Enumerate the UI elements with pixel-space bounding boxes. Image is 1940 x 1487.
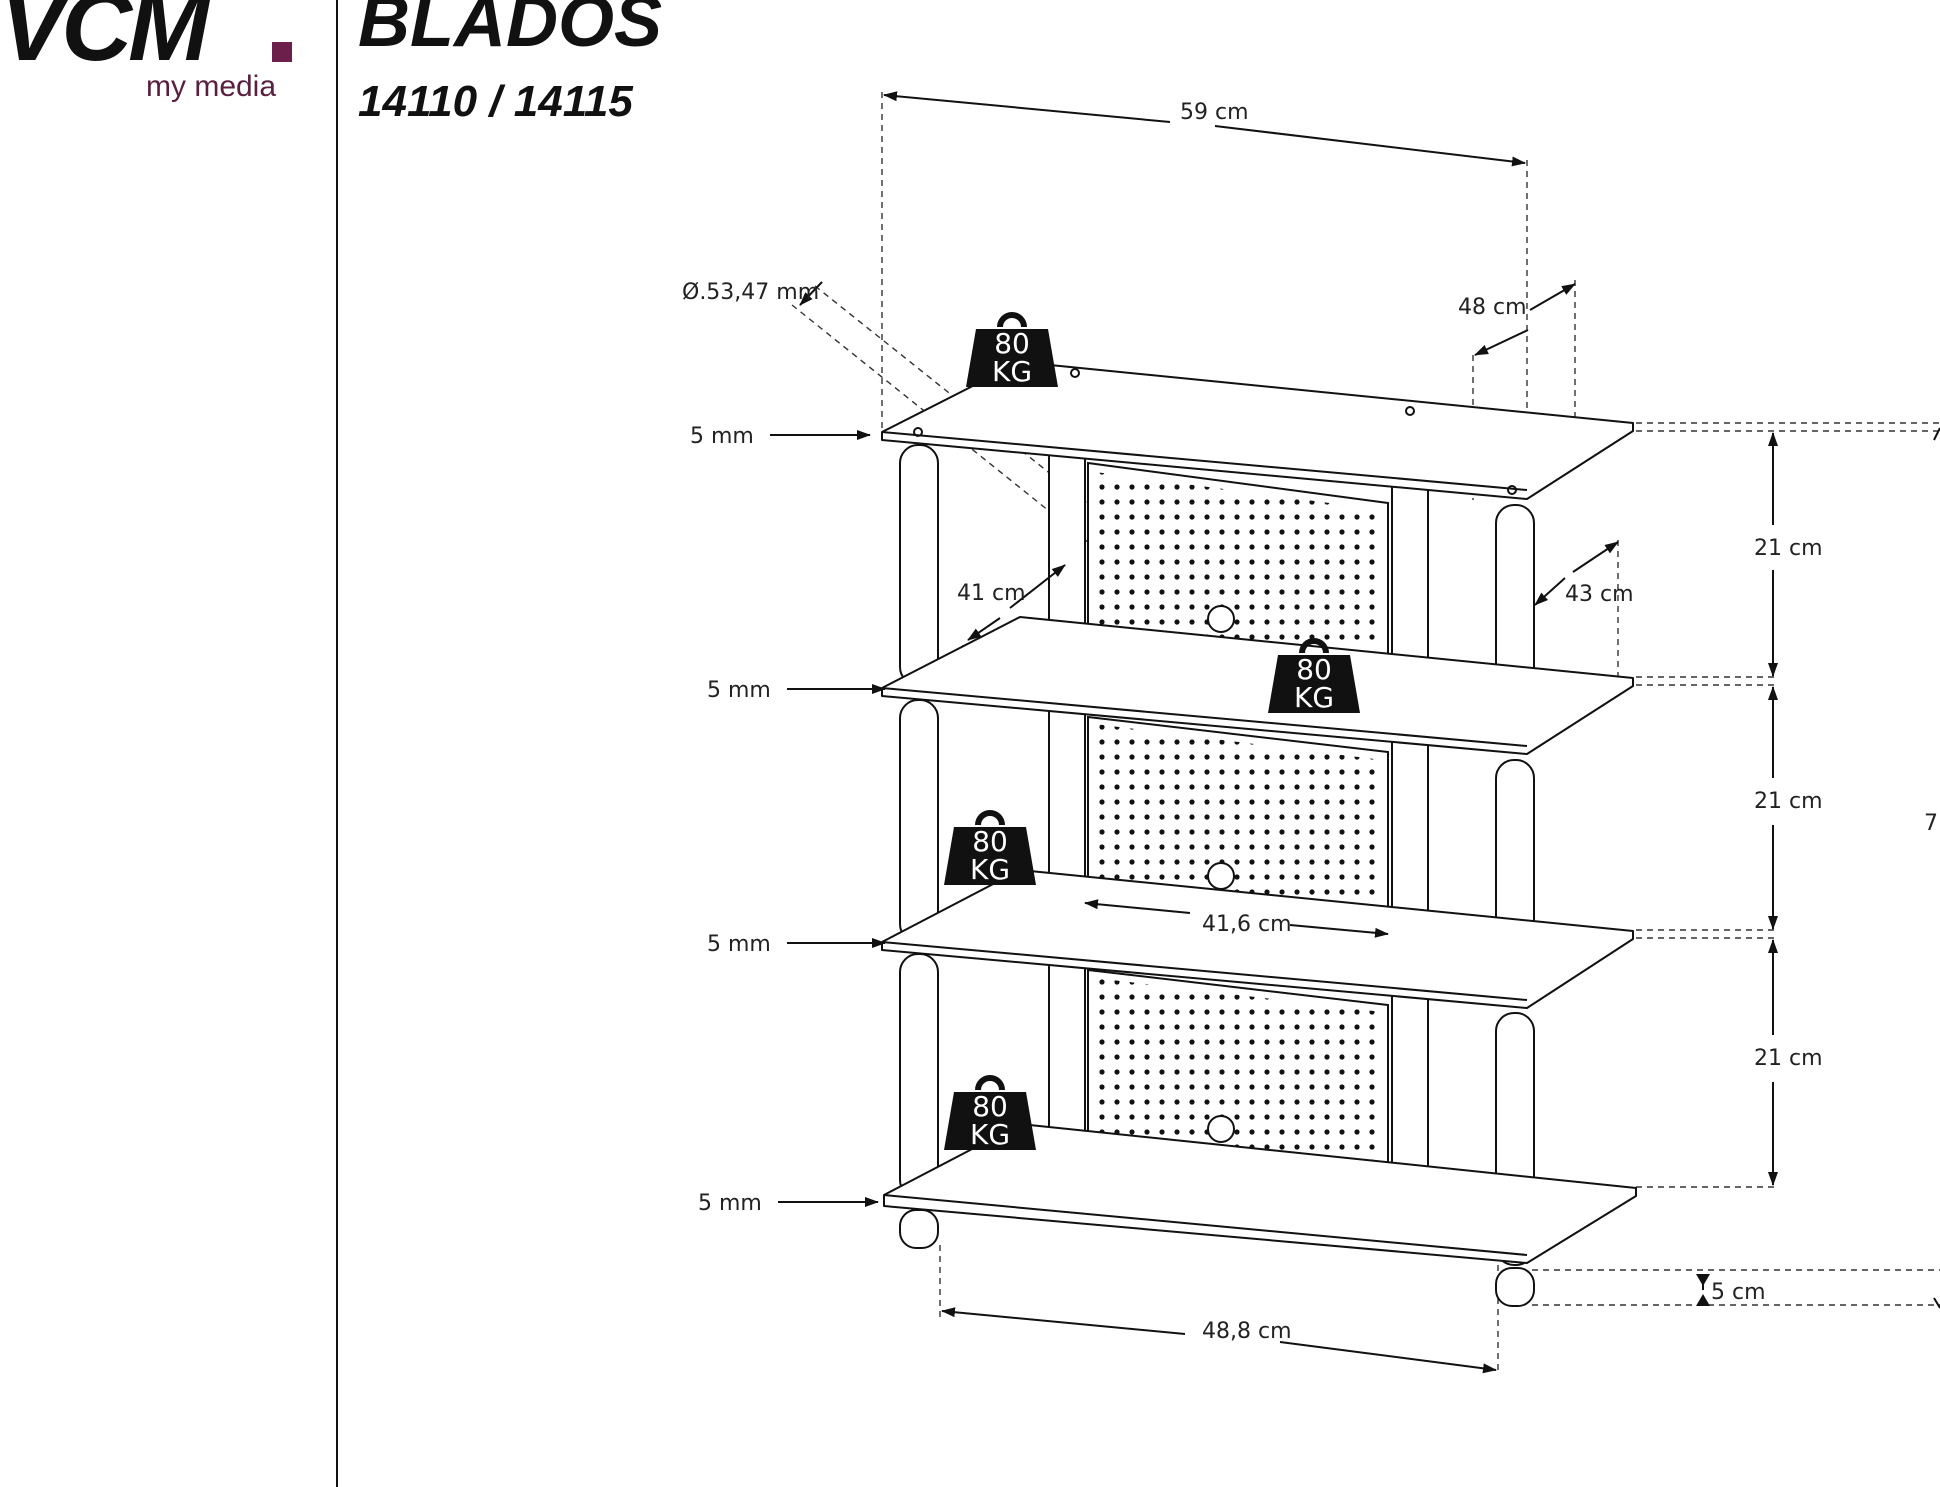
glass-shelves <box>881 361 1637 1264</box>
svg-text:80: 80 <box>1296 653 1332 686</box>
shelf-spacing-label-3: 21 cm <box>1754 1046 1823 1071</box>
shelf-spacing-label-1: 21 cm <box>1754 536 1823 561</box>
weight-icon: 80 KG <box>944 813 1036 886</box>
thickness-label-3: 5 mm <box>707 932 771 957</box>
svg-text:80: 80 <box>972 1090 1008 1123</box>
svg-text:KG: KG <box>1294 681 1334 714</box>
post-spacing-label: 48,8 cm <box>1202 1319 1292 1344</box>
thickness-label-4: 5 mm <box>698 1191 762 1216</box>
weight-icon: 80 KG <box>966 315 1058 388</box>
svg-text:KG: KG <box>992 355 1032 388</box>
product-models: 14110 / 14115 <box>358 77 633 126</box>
brand-tagline: my media <box>146 70 276 103</box>
arrow-icon <box>883 91 1171 123</box>
thickness-label-1: 5 mm <box>690 424 754 449</box>
product-title: BLADOS <box>358 0 662 62</box>
width-label: 59 cm <box>1180 100 1249 125</box>
dimension-arrows <box>770 91 1940 1374</box>
svg-text:80: 80 <box>972 825 1008 858</box>
svg-text:KG: KG <box>970 853 1010 886</box>
svg-text:KG: KG <box>970 1118 1010 1151</box>
inner-depth-left-label: 41 cm <box>957 581 1026 606</box>
brand-name: VCM <box>0 0 212 81</box>
inner-depth-right-label: 43 cm <box>1565 582 1634 607</box>
thickness-label-2: 5 mm <box>707 678 771 703</box>
shelf-spacing-label-2: 21 cm <box>1754 789 1823 814</box>
depth-label: 48 cm <box>1458 295 1527 320</box>
brand-logo: VCM my media <box>0 0 292 103</box>
brand-dot <box>272 42 292 62</box>
post-diameter-label: Ø.53,47 mm <box>682 280 819 305</box>
svg-text:80: 80 <box>994 327 1030 360</box>
weight-icon: 80 KG <box>1268 641 1360 714</box>
panel-width-label: 41,6 cm <box>1202 912 1292 937</box>
perforated-back-panels <box>1087 461 1389 1174</box>
weight-icon: 80 KG <box>944 1078 1036 1151</box>
total-height-label: 7 <box>1924 811 1938 836</box>
dimension-labels: 59 cm 48 cm Ø.53,47 mm 5 mm 5 mm 5 mm 5 … <box>682 100 1938 1344</box>
foot-height-label: 5 cm <box>1711 1280 1766 1305</box>
